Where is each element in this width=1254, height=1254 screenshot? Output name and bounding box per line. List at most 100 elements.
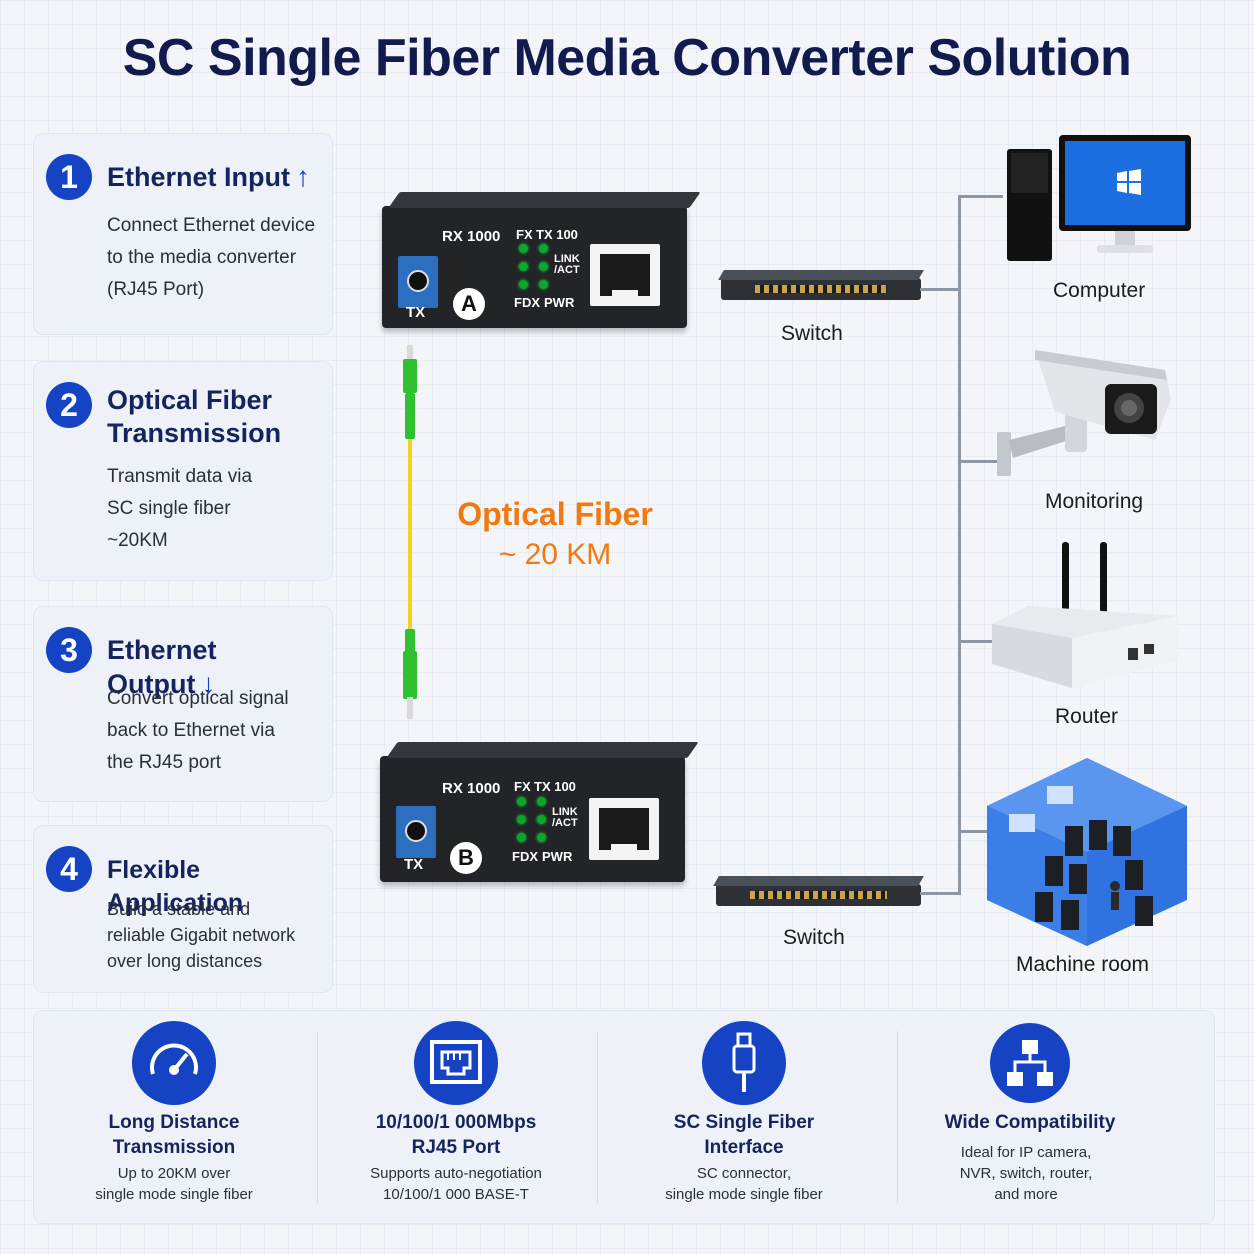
endpoint-label-monitoring: Monitoring (1045, 490, 1144, 513)
feature-desc: Up to 20KM over single mode single fiber (34, 1163, 314, 1205)
feature-title: 10/100/1 000Mbps RJ45 Port (316, 1110, 596, 1160)
feature-desc-line: 10/100/1 000 BASE-T (383, 1186, 529, 1203)
desc-line: SC single fiber (107, 498, 231, 519)
network-topology-icon (990, 1023, 1070, 1103)
media-converter-b: TX RX 1000 FX TX 100 LINK /ACT FDX PWR B (380, 742, 699, 882)
tx100-label: TX 100 (534, 779, 576, 794)
step-card-ethernet-input: 1 Ethernet Input↑ Connect Ethernet devic… (33, 133, 333, 335)
speed-label: RX 1000 (442, 780, 501, 797)
feature-desc-line: Ideal for IP camera, (960, 1144, 1092, 1161)
feature-long-distance: Long Distance Transmission Up to 20KM ov… (34, 1011, 314, 1223)
step-title-line: Transmission (107, 418, 282, 448)
fiber-connector-icon (702, 1021, 786, 1105)
feature-title-line: 10/100/1 000Mbps (375, 1112, 537, 1133)
feature-title-line: Transmission (112, 1137, 236, 1158)
step-card-optical-fiber: 2 Optical Fiber Transmission Transmit da… (33, 361, 333, 581)
network-switch-bottom (713, 876, 924, 906)
status-led (519, 244, 528, 253)
fdx-label: FDX (514, 295, 540, 310)
feature-desc: Supports auto-negotiation 10/100/1 000 B… (316, 1163, 596, 1205)
status-led (539, 280, 548, 289)
status-led (537, 797, 546, 806)
desc-line: reliable Gigabit network (107, 925, 296, 945)
speed-label: RX 1000 (442, 228, 501, 245)
sc-fiber-port (398, 256, 438, 308)
connection-line (958, 640, 993, 643)
network-switch-top (718, 270, 924, 300)
feature-title-line: RJ45 Port (411, 1137, 501, 1158)
step-description: Transmit data via SC single fiber ~20KM (107, 461, 327, 557)
step-card-flexible-application: 4 Flexible Application Build a stable an… (33, 825, 333, 993)
status-led (537, 815, 546, 824)
feature-desc-line: SC connector, (696, 1165, 792, 1182)
feature-desc-line: Up to 20KM over (117, 1165, 231, 1182)
tx-label: TX (406, 304, 426, 321)
step-description: Build a stable and reliable Gigabit netw… (107, 896, 327, 974)
connection-line (920, 892, 960, 895)
server-room-icon (987, 758, 1187, 946)
fx-label: FX (514, 779, 531, 794)
desc-line: Connect Ethernet device (107, 215, 316, 236)
fiber-distance: ~ 20 KM (498, 538, 612, 571)
step-number-badge: 1 (46, 154, 92, 200)
step-description: Connect Ethernet device to the media con… (107, 210, 327, 306)
desc-line: ~20KM (107, 530, 168, 551)
switch-label: Switch (781, 322, 843, 345)
tx-label: TX (404, 856, 424, 873)
status-led (517, 797, 526, 806)
tx100-label: TX 100 (536, 227, 578, 242)
unit-badge: A (453, 288, 485, 320)
status-led (539, 262, 548, 271)
desc-line: over long distances (107, 951, 263, 971)
feature-divider (317, 1031, 318, 1203)
feature-desc-line: single mode single fiber (665, 1186, 823, 1203)
feature-divider (897, 1031, 898, 1203)
switch-label: Switch (783, 926, 845, 949)
rj45-port-icon (414, 1021, 498, 1105)
link-label: LINK (552, 806, 578, 818)
arrow-up-icon: ↑ (296, 161, 310, 192)
desc-line: (RJ45 Port) (107, 279, 205, 300)
feature-desc: SC connector, single mode single fiber (604, 1163, 884, 1205)
step-title-text: Ethernet Input (107, 162, 290, 192)
act-label: /ACT (552, 817, 578, 829)
desc-line: the RJ45 port (107, 752, 222, 773)
feature-title: Long Distance Transmission (34, 1110, 314, 1160)
link-label: LINK (554, 253, 580, 265)
feature-rj45-port: 10/100/1 000Mbps RJ45 Port Supports auto… (316, 1011, 596, 1223)
act-label: /ACT (554, 264, 580, 276)
arrow-down-icon: ↓ (201, 668, 216, 699)
step-title-text: Ethernet Output (107, 635, 217, 699)
converter-top-panel (386, 742, 699, 758)
gauge-icon (132, 1021, 216, 1105)
desc-line: to the media converter (107, 247, 297, 268)
step-title: Flexible Application (107, 854, 332, 920)
fx-label: FX (516, 227, 533, 242)
endpoint-label-computer: Computer (1053, 279, 1146, 302)
step-title-line: Optical Fiber (107, 385, 273, 415)
feature-sc-interface: SC Single Fiber Interface SC connector, … (604, 1011, 884, 1223)
feature-title-line: Wide Compatibility (944, 1112, 1116, 1133)
unit-badge: B (450, 842, 482, 874)
feature-desc-line: single mode single fiber (95, 1186, 253, 1203)
features-panel: Long Distance Transmission Up to 20KM ov… (33, 1010, 1215, 1224)
step-description: Convert optical signal back to Ethernet … (107, 683, 327, 779)
step-title: Ethernet Input↑ (107, 160, 327, 194)
pwr-label: PWR (542, 849, 573, 864)
desc-line: Build a stable and (107, 899, 251, 919)
step-number-badge: 2 (46, 382, 92, 428)
rj45-port (590, 244, 660, 306)
converter-top-panel (388, 192, 701, 208)
feature-desc: Ideal for IP camera, NVR, switch, router… (886, 1142, 1166, 1205)
connection-line (958, 830, 993, 833)
router-icon (992, 542, 1178, 688)
feature-desc-line: NVR, switch, router, (959, 1165, 1093, 1182)
feature-title-line: Interface (704, 1137, 784, 1158)
step-number-badge: 4 (46, 846, 92, 892)
endpoint-label-router: Router (1055, 705, 1119, 728)
status-led (539, 244, 548, 253)
desc-line: back to Ethernet via (107, 720, 275, 741)
feature-desc-line: and more (994, 1186, 1058, 1203)
feature-title: Wide Compatibility (890, 1110, 1170, 1135)
status-led (517, 815, 526, 824)
